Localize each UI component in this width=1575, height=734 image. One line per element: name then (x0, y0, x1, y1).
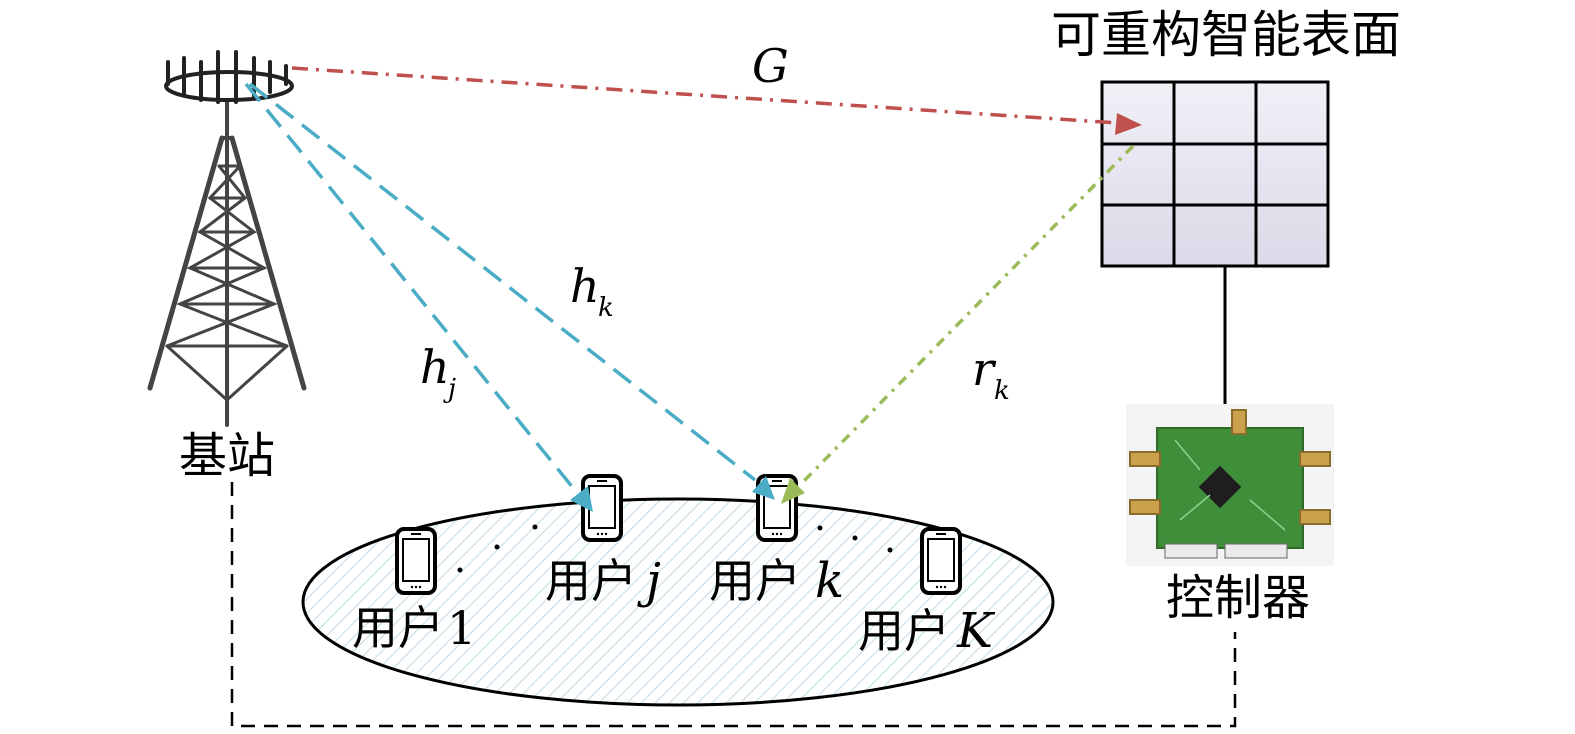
hk-channel-link (248, 82, 757, 482)
user-K-index: K (956, 603, 996, 659)
user-1-label: 用户 1 (352, 601, 476, 655)
user-k-text: 用户 (709, 554, 801, 608)
backhaul-dashed-link (230, 482, 1237, 728)
phone-icon (920, 527, 962, 595)
user-k-label: 用户 k (709, 553, 844, 609)
rk-symbol: r (972, 342, 997, 396)
g-arrowhead (1115, 113, 1142, 135)
user-1-text: 用户 (352, 601, 444, 655)
base-station-label: 基站 (179, 428, 275, 484)
hj-arrowhead (570, 486, 593, 512)
hj-symbol: h (420, 340, 450, 394)
ellipsis-dots (457, 524, 893, 573)
hk-arrowhead (752, 476, 775, 500)
rk-subscript: k (994, 376, 1010, 406)
ris-panel-icon (1100, 80, 1330, 268)
rk-channel-link (798, 144, 1135, 487)
g-channel-link (291, 66, 1119, 125)
user-j-text: 用户 (545, 554, 637, 608)
g-channel-label: G (752, 39, 789, 93)
hk-subscript: k (598, 293, 614, 323)
user-k-index: k (815, 553, 844, 609)
controller-label: 控制器 (1166, 570, 1310, 626)
antenna-tower-icon (147, 50, 307, 427)
ris-label: 可重构智能表面 (1051, 6, 1401, 64)
user-1-index: 1 (447, 601, 476, 655)
hk-channel-label: h k (570, 259, 614, 323)
user-area-ellipse (301, 497, 1055, 707)
phone-icon (395, 527, 437, 595)
controller-board-icon (1126, 404, 1334, 566)
rk-arrowhead (781, 478, 805, 504)
hj-channel-link (244, 82, 580, 496)
hk-symbol: h (570, 259, 600, 313)
user-K-text: 用户 (858, 604, 950, 658)
user-K-label: 用户 K (858, 603, 996, 659)
hj-channel-label: h j (420, 340, 456, 404)
rk-channel-label: r k (972, 342, 1010, 406)
